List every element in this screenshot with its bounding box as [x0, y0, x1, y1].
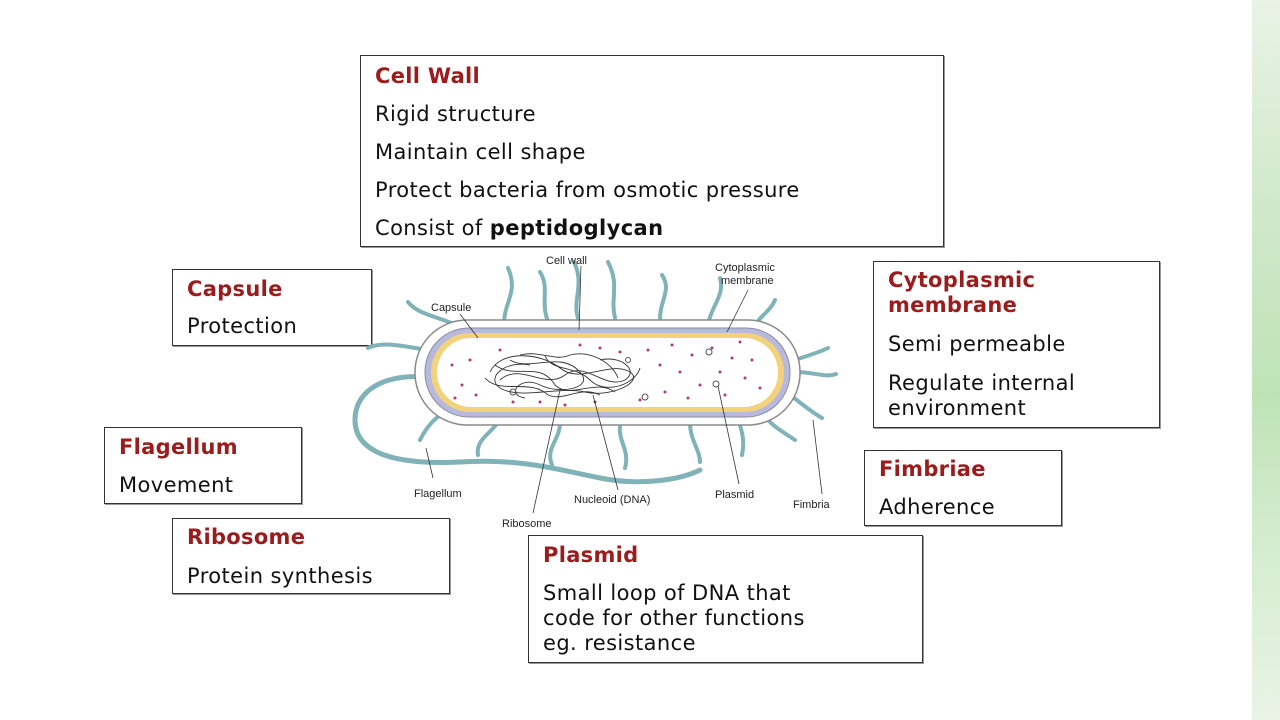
plasmid-rings	[509, 348, 720, 401]
ribosome-box: Ribosome Protein synthesis	[172, 518, 450, 594]
fimbria-strand	[750, 298, 777, 332]
capsule-box: Capsule Protection	[172, 269, 372, 346]
cytoplasmic-membrane-box: Cytoplasmic membrane Semi permeable Regu…	[873, 261, 1160, 428]
cell-wall-line-4-prefix: Consist of	[375, 216, 490, 240]
ribosome-title: Ribosome	[187, 525, 306, 549]
flagellum-title: Flagellum	[119, 435, 238, 459]
cell-wall-line-4-bold: peptidoglycan	[489, 216, 664, 240]
cytoplasmic-title-1: Cytoplasmic	[888, 268, 1036, 292]
nucleoid-dna	[484, 353, 641, 399]
plasmid-line-1: Small loop of DNA that	[543, 581, 791, 605]
plasmid-line-2: code for other functions	[543, 606, 805, 630]
cell-wall-layer	[424, 327, 791, 418]
fimbria-strand	[658, 273, 668, 320]
leader-lines	[425, 265, 823, 514]
flagellum-line-1: Movement	[119, 473, 234, 497]
flagellum-strand	[352, 374, 703, 485]
cytoplasmic-line-2: Regulate internal	[888, 371, 1076, 395]
cell-wall-line-1: Rigid structure	[375, 102, 536, 126]
fimbria-strand	[606, 260, 617, 320]
cytoplasmic-line-1: Semi permeable	[888, 332, 1066, 356]
right-decorative-strip	[1252, 0, 1280, 720]
fimbriae-line-1: Adherence	[879, 495, 996, 519]
label-nucleoid: Nucleoid (DNA)	[574, 494, 650, 506]
fimbria-strand	[758, 408, 797, 442]
fimbria-strand	[418, 403, 457, 442]
ribosome-line-1: Protein synthesis	[187, 564, 373, 588]
label-plasmid: Plasmid	[715, 489, 754, 501]
cytoplasmic-line-3: environment	[888, 396, 1027, 420]
fimbria-strand	[793, 370, 838, 378]
cytoplasmic-title-2: membrane	[888, 293, 1018, 317]
cytoplasm	[437, 338, 778, 407]
fimbriae-box: Fimbriae Adherence	[864, 450, 1062, 526]
fimbria-strand	[475, 416, 502, 457]
cytoplasmic-membrane-layer	[431, 333, 784, 412]
fimbria-strand	[706, 276, 724, 326]
capsule-layer	[414, 319, 801, 426]
cell-wall-title: Cell Wall	[375, 64, 481, 88]
fimbriae-title: Fimbriae	[879, 457, 986, 481]
label-capsule: Capsule	[431, 302, 471, 314]
fimbria-strand	[736, 416, 746, 457]
fimbria-strand	[502, 266, 514, 332]
fimbria-strand	[617, 423, 629, 470]
fimbria-strand	[688, 421, 702, 464]
cell-wall-line-3: Protect bacteria from osmotic pressure	[375, 178, 800, 202]
fimbria-strand	[572, 260, 581, 320]
fimbria-strand	[406, 300, 472, 337]
fimbria-strand	[793, 346, 830, 362]
cell-wall-box: Cell Wall Rigid structure Maintain cell …	[360, 55, 944, 247]
label-cell-wall: Cell wall	[546, 255, 587, 267]
plasmid-title: Plasmid	[543, 543, 639, 567]
fimbria-strand	[366, 342, 430, 352]
fimbria-strand	[548, 421, 562, 467]
cell-wall-line-4: Consist of peptidoglycan	[375, 216, 663, 240]
fimbria-strand	[538, 270, 550, 324]
plasmid-box: Plasmid Small loop of DNA that code for …	[528, 535, 923, 663]
fimbria-strand	[788, 393, 824, 420]
capsule-title: Capsule	[187, 277, 283, 301]
label-cytoplasmic-1: Cytoplasmic	[715, 262, 775, 274]
label-fimbria: Fimbria	[793, 499, 831, 511]
capsule-line-1: Protection	[187, 314, 298, 338]
flagellum-box: Flagellum Movement	[104, 427, 302, 504]
label-flagellum: Flagellum	[414, 488, 462, 500]
fimbriae-strands	[366, 260, 838, 470]
label-ribosome: Ribosome	[502, 518, 552, 530]
label-cytoplasmic-2: membrane	[721, 275, 774, 287]
plasmid-line-3: eg. resistance	[543, 631, 696, 655]
ribosome-dots	[450, 340, 762, 407]
cell-wall-line-2: Maintain cell shape	[375, 140, 586, 164]
